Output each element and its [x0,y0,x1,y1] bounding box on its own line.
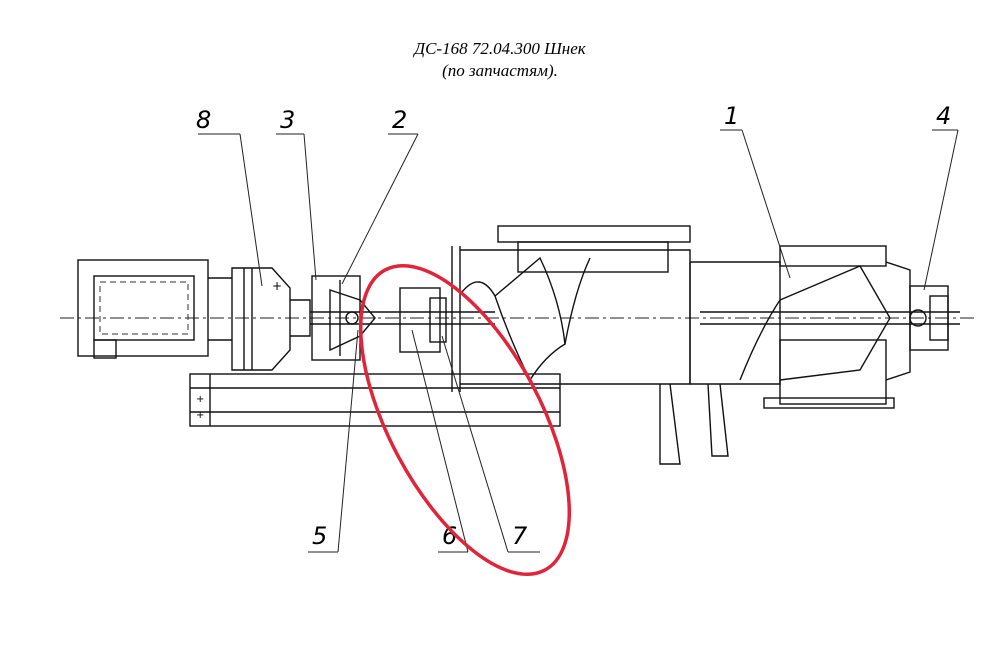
title-line-1: ДС-168 72.04.300 Шнек [414,39,586,58]
outlet-housing [763,245,911,409]
callout-4: 4 [936,102,951,130]
callout-3: 3 [280,106,295,134]
callout-5: 5 [312,522,327,550]
svg-text:+: + [272,279,282,293]
highlight-ellipse [358,263,572,577]
shaft [310,311,960,325]
callout-leaders [198,129,959,553]
motor-unit [77,259,232,359]
bearing-flange [399,246,461,392]
callout-1: 1 [724,102,739,130]
auger-flights [461,256,891,381]
callout-2: 2 [392,106,407,134]
drawing-title: ДС-168 72.04.300 Шнек (по запчастям). [0,38,1000,82]
end-bearing [909,285,949,351]
svg-text:+: + [196,410,204,421]
trough-body [460,225,781,385]
title-line-2: (по запчастям). [442,61,558,80]
callout-6: 6 [442,522,457,550]
callout-labels: 8 3 2 1 4 5 6 7 [196,102,951,550]
support-legs [659,383,729,465]
callout-7: 7 [512,522,528,550]
svg-text:+: + [196,394,204,405]
gearbox-unit: + [231,267,311,371]
callout-8: 8 [196,106,211,134]
base-frame: + + [189,373,561,427]
